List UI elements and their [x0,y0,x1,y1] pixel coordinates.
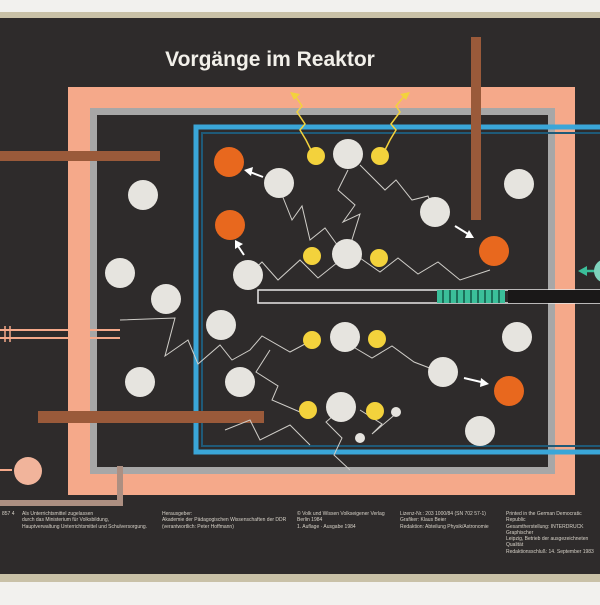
left-pipes [0,329,120,339]
footer-approval: Als Unterrichtsmittel zugelassen durch d… [22,511,148,530]
neutron-arrow-icon [454,225,474,238]
incoming-neutron [594,260,600,282]
coolant-loop [193,124,600,455]
fuel-rod-stripes [442,290,500,303]
neutron-arrow-icon [244,167,264,178]
coolant-loop-inner [201,132,600,447]
fuel-rod-end [508,290,600,303]
bottom-rail [0,574,600,582]
gamma-ray-icon [382,92,410,155]
control-rod-bottom [38,411,264,423]
neutrons [105,139,534,446]
footer-license: Lizenz-Nr.: 203 1000/84 (SN 702 57-1) Gr… [400,511,489,530]
gamma-ray-icon [290,92,314,155]
footer-print: Printed in the German Democratic Republi… [506,511,594,555]
uranium-nuclei [214,147,524,406]
fission-fragments [299,147,389,420]
control-rod-top [471,37,481,220]
top-rail [0,12,600,18]
footer-catalog: 857 4 [2,511,15,517]
footer-publisher: Herausgeber: Akademie der Pädagogischen … [162,511,287,530]
poster-title: Vorgänge im Reaktor [165,48,375,71]
neutron-arrow-icon [235,240,245,256]
footer-edition: © Volk und Wissen Volkseigener Verlag Be… [297,511,385,530]
control-rod-left [0,151,160,161]
neutron-arrow-icon [463,377,489,387]
left-neutron-source [14,457,42,485]
pipe-flange [4,326,11,342]
support-pipe [0,466,123,506]
